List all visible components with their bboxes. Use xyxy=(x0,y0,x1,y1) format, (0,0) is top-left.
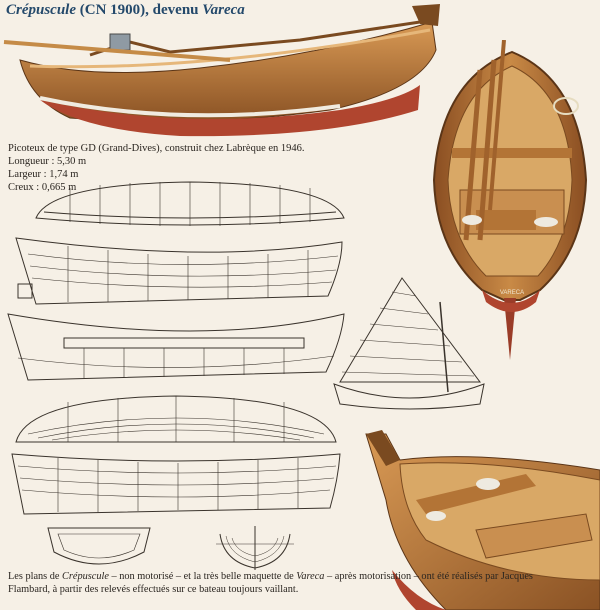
model-top-photo: VARECA xyxy=(420,40,600,370)
spec-width: Largeur : 1,74 m xyxy=(8,169,79,180)
spec-type: Picoteux de type GD (Grand-Dives), const… xyxy=(8,143,305,154)
spec-depth: Creux : 0,665 m xyxy=(8,182,77,193)
new-boat-name: Vareca xyxy=(202,2,245,18)
plan-hull-profile xyxy=(8,234,348,308)
caption-new-boat-name: Vareca xyxy=(296,571,325,582)
title-connector: , devenu xyxy=(145,2,203,18)
caption-boat-name: Crépuscule xyxy=(62,571,109,582)
spec-length: Longueur : 5,30 m xyxy=(8,156,87,167)
plan-deck-profile xyxy=(4,308,348,390)
plan-hull-lines xyxy=(8,450,344,520)
plan-waterlines xyxy=(8,392,344,450)
model-perspective-photo xyxy=(356,430,600,610)
caption-suffix: – après motorisation – ont été réalisés … xyxy=(8,571,533,595)
caption-prefix: Les plans de xyxy=(8,571,63,582)
boat-name: Crépuscule xyxy=(6,2,77,18)
plan-upper-profile xyxy=(30,178,350,232)
figure-caption: Les plans de Crépuscule – non motorisé –… xyxy=(8,571,568,596)
sail-plan xyxy=(330,272,490,412)
boat-specifications: Picoteux de type GD (Grand-Dives), const… xyxy=(8,142,305,194)
registration-number: (CN 1900) xyxy=(79,2,146,18)
stern-name: VARECA xyxy=(500,290,524,296)
plan-stern-section xyxy=(44,522,154,572)
plan-body-sections xyxy=(214,522,296,572)
page-title: Crépuscule (CN 1900), devenu Vareca xyxy=(6,2,245,19)
model-side-photo xyxy=(0,0,440,140)
caption-middle: – non motorisé – et la très belle maquet… xyxy=(108,571,297,582)
